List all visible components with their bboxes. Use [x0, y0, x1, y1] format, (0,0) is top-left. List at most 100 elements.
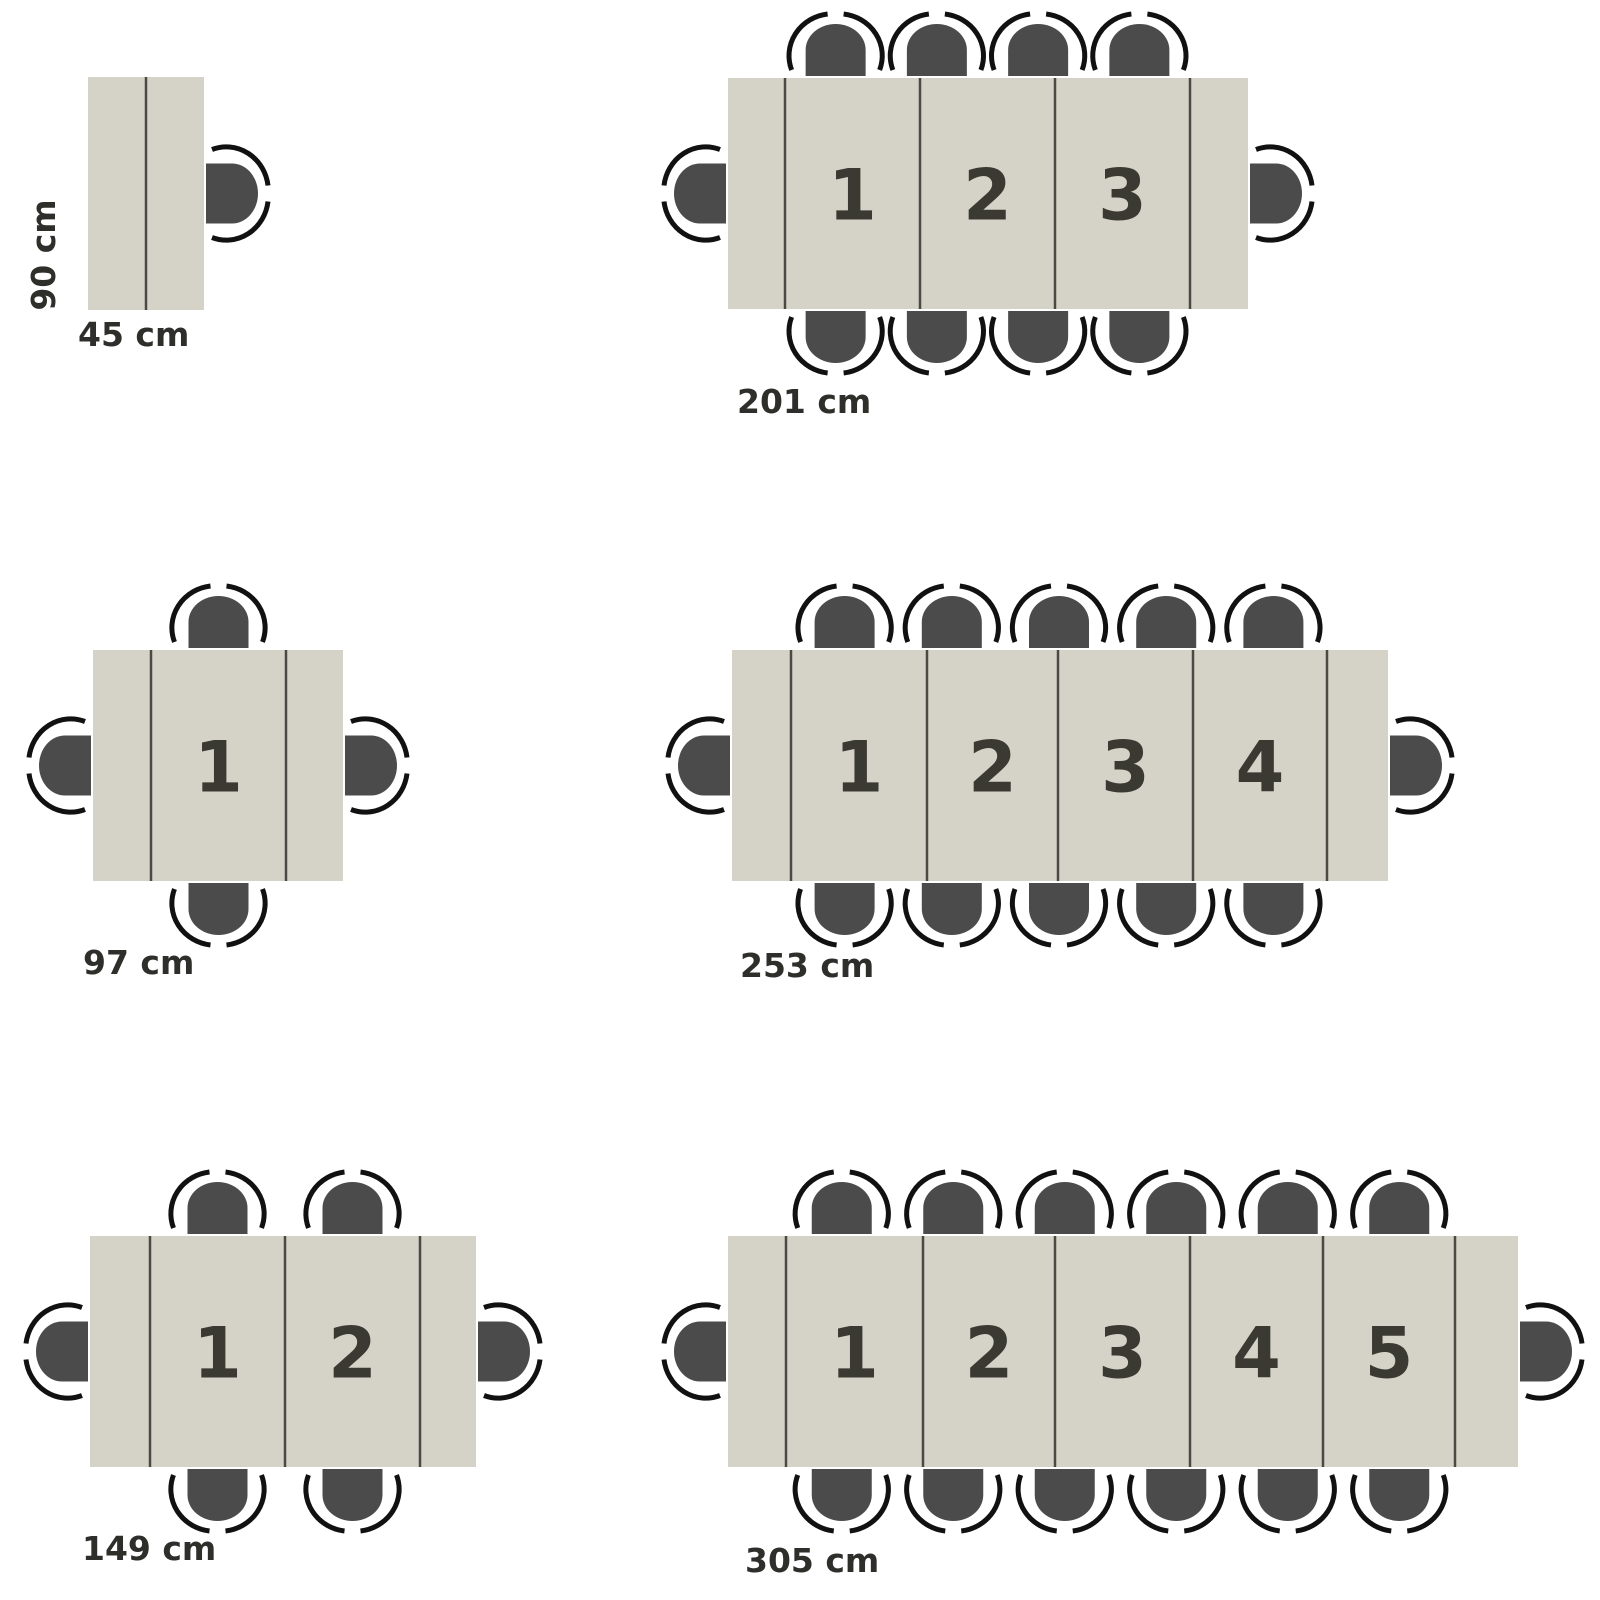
chair-back-left — [944, 316, 987, 376]
chair-seat — [187, 1182, 248, 1234]
chair-back-left — [1173, 888, 1216, 948]
chair-back-right — [792, 1474, 835, 1534]
chair-seat — [1029, 596, 1089, 648]
chair-back-right — [887, 316, 930, 376]
chair-back-left — [1147, 316, 1189, 376]
chair-back-left — [360, 1474, 402, 1534]
chair-icon — [1224, 583, 1323, 648]
leaf-number: 2 — [968, 727, 1017, 809]
chair-back-left — [902, 583, 945, 643]
chair-icon — [661, 144, 726, 243]
chair-back-right — [1173, 583, 1216, 643]
table-3: 1 97 cm — [26, 583, 410, 982]
leaf-number: 1 — [193, 1313, 242, 1395]
chair-seat — [921, 883, 982, 935]
chair-icon — [795, 583, 894, 648]
chair-back-right — [1224, 888, 1266, 948]
chair-seat — [478, 1321, 530, 1382]
chair-back-left — [792, 1169, 835, 1229]
chair-icon — [792, 1169, 891, 1234]
chair-back-right — [1045, 11, 1088, 71]
chair-seat — [1243, 596, 1304, 648]
leaf-number: 1 — [835, 727, 884, 809]
chair-back-left — [849, 1474, 891, 1534]
chair-icon — [1238, 1169, 1337, 1234]
chair-back-right — [1183, 1169, 1226, 1229]
chair-icon — [1250, 144, 1315, 243]
chair-back-right — [960, 1169, 1003, 1229]
leaf-number: 3 — [1098, 1313, 1147, 1395]
chair-back-right — [786, 316, 828, 376]
table-top — [732, 650, 1388, 881]
chair-icon — [206, 144, 271, 243]
chair-back-left — [904, 1169, 946, 1229]
chair-back-right — [849, 1169, 891, 1229]
leaf-number: 4 — [1232, 1313, 1281, 1395]
chair-back-left — [1090, 11, 1132, 71]
chair-back-left — [988, 11, 1031, 71]
chair-icon — [345, 716, 410, 815]
chair-icon — [1350, 1169, 1449, 1234]
chair-icon — [1127, 1169, 1226, 1234]
chair-seat — [1520, 1321, 1572, 1382]
chair-back-right — [843, 11, 885, 71]
chair-back-right — [959, 583, 1001, 643]
chair-seat — [1029, 883, 1089, 935]
chair-seat — [1008, 24, 1069, 76]
chair-icon — [887, 311, 987, 376]
chair-back-right — [211, 201, 271, 243]
chair-back-right — [1525, 1359, 1585, 1401]
chair-back-left — [1127, 1169, 1169, 1229]
chair-back-left — [795, 583, 837, 643]
chair-back-right — [795, 888, 837, 948]
chair-back-right — [1281, 583, 1323, 643]
chair-back-left — [483, 1302, 543, 1344]
chair-back-left — [168, 1169, 210, 1229]
chair-icon — [904, 1169, 1003, 1234]
chair-back-left — [661, 201, 721, 243]
chair-seat — [188, 596, 249, 648]
chair-seat — [322, 1469, 383, 1521]
chair-back-left — [350, 716, 410, 758]
chair-seat — [1257, 1182, 1318, 1234]
chair-back-left — [23, 1359, 83, 1401]
leaf-number: 4 — [1236, 727, 1285, 809]
chair-seat — [906, 24, 967, 76]
leaf-number: 1 — [194, 727, 243, 809]
chair-back-right — [169, 888, 211, 948]
chair-back-right — [168, 1474, 210, 1534]
width-label: 201 cm — [737, 382, 871, 421]
width-label: 305 cm — [745, 1541, 879, 1580]
leaf-number: 2 — [328, 1313, 377, 1395]
chair-back-left — [661, 1359, 721, 1401]
chair-back-left — [843, 316, 885, 376]
chair-seat — [187, 1469, 248, 1521]
chair-back-right — [1117, 888, 1159, 948]
chair-icon — [902, 583, 1001, 648]
chair-back-right — [661, 144, 721, 186]
chair-icon — [1015, 1469, 1114, 1534]
chair-seat — [1369, 1469, 1430, 1521]
chair-icon — [1350, 1469, 1449, 1534]
chair-back-left — [1281, 888, 1323, 948]
chair-icon — [303, 1169, 402, 1234]
chair-back-left — [1183, 1474, 1226, 1534]
chair-seat — [923, 1469, 984, 1521]
chair-icon — [169, 883, 268, 948]
chair-back-right — [483, 1359, 543, 1401]
chair-icon — [1224, 883, 1323, 948]
chair-back-right — [1147, 11, 1189, 71]
leaf-number: 5 — [1365, 1313, 1414, 1395]
chair-icon — [1090, 11, 1189, 76]
width-label: 97 cm — [83, 943, 194, 982]
chair-icon — [169, 583, 268, 648]
chair-back-left — [303, 1169, 345, 1229]
leaf-number: 2 — [965, 1313, 1014, 1395]
chair-back-right — [1066, 583, 1109, 643]
table-top — [728, 1236, 1518, 1467]
chair-icon — [887, 11, 987, 76]
